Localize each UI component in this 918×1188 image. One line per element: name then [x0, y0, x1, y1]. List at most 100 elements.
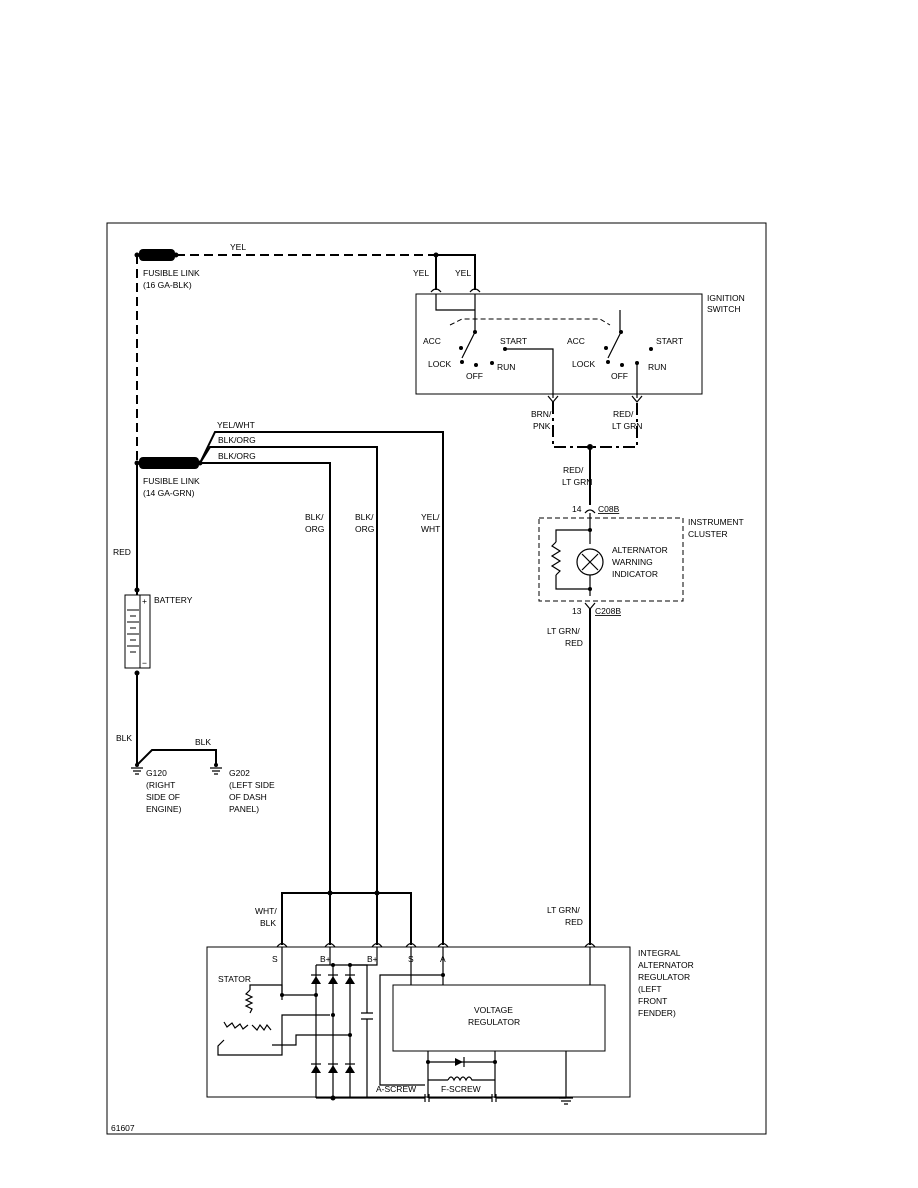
g120-desc-1: (RIGHT	[146, 780, 175, 790]
switch-right-acc: ACC	[567, 336, 585, 346]
wire-wht-blk	[281, 892, 412, 945]
cluster-title-2: CLUSTER	[688, 529, 728, 539]
switch-right-run: RUN	[648, 362, 666, 372]
wire-label-yelwht-1: YEL/	[421, 512, 440, 522]
wire-label-red-2: RED/	[563, 465, 584, 475]
wire-label-ltgrn-2: LT GRN	[562, 477, 592, 487]
ground-g120-icon: G120 (RIGHT SIDE OF ENGINE)	[131, 763, 182, 814]
ignition-switch-title-1: IGNITION	[707, 293, 745, 303]
switch-left-acc: ACC	[423, 336, 441, 346]
alt-title-3: REGULATOR	[638, 972, 690, 982]
switch-right-start: START	[656, 336, 683, 346]
terminal-b-1: B+	[320, 954, 331, 964]
wire-label-blk-org-1: BLK/ORG	[218, 435, 256, 445]
connector-c2	[469, 288, 481, 293]
g202-desc-2: OF DASH	[229, 792, 267, 802]
terminal-s-1: S	[272, 954, 278, 964]
connector-red-ltgrn	[631, 395, 643, 403]
indicator-label-1: ALTERNATOR	[612, 545, 668, 555]
cluster-pin-top: 14	[572, 504, 582, 514]
ground-g202-icon: G202 (LEFT SIDE OF DASH PANEL)	[210, 763, 275, 814]
fusible-link-bottom-spec: (14 GA-GRN)	[143, 488, 195, 498]
integral-alternator-regulator: INTEGRAL ALTERNATOR REGULATOR (LEFT FRON…	[206, 942, 694, 1105]
switch-right-lock: LOCK	[572, 359, 595, 369]
g120-desc-3: ENGINE)	[146, 804, 182, 814]
wire-label-yel-right: YEL	[455, 268, 471, 278]
wire-label-ltgrn-red-2a: LT GRN/	[547, 905, 580, 915]
wire-label-blkorg-b2: ORG	[355, 524, 374, 534]
wire-label-ltgrn: LT GRN	[612, 421, 642, 431]
fusible-link-bottom-name: FUSIBLE LINK	[143, 476, 200, 486]
figure-id: 61607	[111, 1123, 135, 1133]
wire-indicator-feed-combined	[552, 402, 638, 448]
switch-left-off: OFF	[466, 371, 483, 381]
switch-left-run: RUN	[497, 362, 515, 372]
indicator-label-2: WARNING	[612, 557, 653, 567]
terminal-b-2: B+	[367, 954, 378, 964]
wire-label-pnk: PNK	[533, 421, 551, 431]
instrument-cluster: 14 C08B INSTRUMENT CLUSTER ALTERNATOR WA…	[538, 504, 744, 616]
fusible-link-top-spec: (16 GA-BLK)	[143, 280, 192, 290]
ignition-switch: IGNITION SWITCH ACC START LOCK OFF RUN A…	[415, 293, 745, 398]
wire-label-blk-2: BLK	[195, 737, 211, 747]
wire-label-blk-3: BLK	[260, 918, 276, 928]
wire-label-wht: WHT/	[255, 906, 277, 916]
battery-plus: +	[142, 596, 147, 606]
switch-left-start: START	[500, 336, 527, 346]
wire-label-blkorg-a2: ORG	[305, 524, 324, 534]
wire-label-yelwht-2: WHT	[421, 524, 440, 534]
connector-c1	[430, 288, 442, 293]
f-screw-label: F-SCREW	[441, 1084, 481, 1094]
stator-label: STATOR	[218, 974, 251, 984]
cluster-title-1: INSTRUMENT	[688, 517, 744, 527]
diagram-frame	[106, 222, 767, 1135]
rectifier-diodes-icon	[311, 974, 355, 1073]
battery-label: BATTERY	[154, 595, 193, 605]
alt-title-4: (LEFT	[638, 984, 662, 994]
wire-blk-org-2	[200, 462, 331, 945]
wire-label-ltgrn-red-2b: RED	[565, 917, 583, 927]
wire-label-yel-wht: YEL/WHT	[217, 420, 255, 430]
battery: + − BATTERY	[124, 587, 193, 676]
wire-label-ltgrn-red-1a: LT GRN/	[547, 626, 580, 636]
wire-label-blk-1: BLK	[116, 733, 132, 743]
wire-label-ltgrn-red-1b: RED	[565, 638, 583, 648]
wire-label-blkorg-a1: BLK/	[305, 512, 324, 522]
switch-right-off: OFF	[611, 371, 628, 381]
regulator-label-1: VOLTAGE	[474, 1005, 513, 1015]
regulator-ground-icon	[559, 1097, 573, 1105]
g202-desc-3: PANEL)	[229, 804, 259, 814]
cluster-connector-bottom: C208B	[595, 606, 621, 616]
wire-label-blkorg-b1: BLK/	[355, 512, 374, 522]
fusible-link-14ga: FUSIBLE LINK (14 GA-GRN)	[134, 457, 203, 498]
alt-title-5: FRONT	[638, 996, 667, 1006]
stator-coil-icon	[244, 989, 254, 1014]
battery-minus: −	[142, 658, 147, 668]
wire-label-blk-org-2: BLK/ORG	[218, 451, 256, 461]
wire-blk-g202	[136, 749, 217, 766]
wire-label-brn: BRN/	[531, 409, 552, 419]
cluster-connector-top: C08B	[598, 504, 620, 514]
a-screw-label: A-SCREW	[376, 1084, 416, 1094]
wire-label-red: RED	[113, 547, 131, 557]
fusible-link-16ga: FUSIBLE LINK (16 GA-BLK)	[134, 249, 200, 290]
alt-title-1: INTEGRAL	[638, 948, 681, 958]
regulator-label-2: REGULATOR	[468, 1017, 520, 1027]
g120-label: G120	[146, 768, 167, 778]
indicator-label-3: INDICATOR	[612, 569, 658, 579]
g120-desc-2: SIDE OF	[146, 792, 180, 802]
alt-title-6: FENDER)	[638, 1008, 676, 1018]
fusible-link-top-name: FUSIBLE LINK	[143, 268, 200, 278]
wire-label-red: RED/	[613, 409, 634, 419]
ignition-switch-title-2: SWITCH	[707, 304, 741, 314]
switch-left-lock: LOCK	[428, 359, 451, 369]
wire-yel-right	[436, 254, 476, 290]
wire-label-yel-left: YEL	[413, 268, 429, 278]
g202-desc-1: (LEFT SIDE	[229, 780, 275, 790]
alt-title-2: ALTERNATOR	[638, 960, 694, 970]
cluster-pin-bottom: 13	[572, 606, 582, 616]
wire-label-yel: YEL	[230, 242, 246, 252]
wire-blk-org-1	[199, 446, 378, 945]
g202-label: G202	[229, 768, 250, 778]
